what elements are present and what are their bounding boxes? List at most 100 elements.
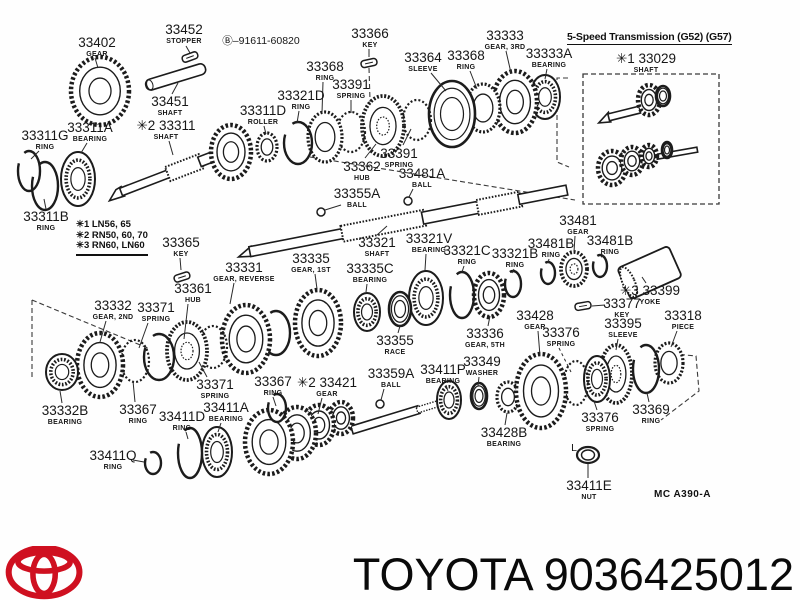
- leader-line: [469, 70, 478, 90]
- leader-line: [445, 384, 449, 392]
- part-number: 33361: [174, 281, 212, 296]
- part-desc: RING: [541, 251, 561, 259]
- part-number: 33336: [466, 326, 504, 341]
- part-number: 33451: [151, 94, 189, 109]
- part-number: 33311D: [239, 103, 287, 118]
- shaft-33451-drawing: [144, 63, 207, 91]
- part-number: 33349: [463, 354, 501, 369]
- part-desc: RING: [315, 74, 335, 82]
- leader-line: [397, 325, 401, 334]
- part-key: [173, 271, 191, 283]
- leader-line: [511, 268, 515, 274]
- part-bearing: [408, 270, 444, 326]
- leader-line: [547, 258, 550, 264]
- yoke-33399-drawing: [617, 246, 682, 300]
- part-number: 33368: [447, 48, 485, 63]
- part-desc: RING: [263, 389, 283, 397]
- part-desc: RING: [291, 103, 311, 111]
- part-desc: SPRING: [546, 340, 576, 348]
- part-gear: [219, 302, 273, 376]
- part-toothring: [306, 110, 344, 164]
- part-desc: SLEEVE: [408, 65, 438, 73]
- part-desc: SHAFT: [633, 66, 659, 74]
- leader-line: [321, 81, 324, 114]
- leader-line: [272, 396, 277, 407]
- part-number: 33321B: [491, 246, 539, 261]
- part-number: 33481: [559, 213, 597, 228]
- part-desc: GEAR, 3RD: [484, 43, 526, 51]
- part-ball: [403, 196, 413, 206]
- part-number: 33311A: [67, 120, 113, 135]
- part-number: 33411A: [203, 400, 249, 415]
- part-number: 33411D: [158, 409, 206, 424]
- part-number: 33377: [603, 296, 641, 311]
- part-toothring: [255, 131, 279, 163]
- part-desc: GEAR: [86, 50, 108, 58]
- leader-line: [80, 142, 88, 154]
- part-number: 33335C: [346, 261, 394, 276]
- leader-line: [138, 322, 149, 349]
- leader-line: [430, 72, 447, 92]
- part-bearing: [583, 355, 611, 403]
- leader-line: [477, 376, 480, 387]
- leader-line: [99, 320, 107, 343]
- part-desc: NUT: [581, 493, 597, 501]
- model-applicability-note: ✳1 LN56, 65 ✳2 RN50, 60, 70 ✳3 RN60, LN6…: [76, 219, 148, 256]
- part-desc: RING: [35, 143, 55, 151]
- part-desc: BALL: [412, 181, 432, 189]
- part-number: 33333A: [525, 46, 573, 61]
- part-number: 33359A: [367, 366, 415, 381]
- part-gear: [242, 407, 296, 477]
- part-desc: SPRING: [336, 92, 366, 100]
- part-toothring: [653, 341, 685, 385]
- part-desc: BEARING: [425, 377, 461, 385]
- leader-line: [402, 128, 412, 146]
- part-spring: [401, 98, 433, 142]
- leader-line: [558, 347, 572, 373]
- part-desc: SPRING: [585, 425, 615, 433]
- part-number: 33364: [404, 50, 442, 65]
- part-desc: RING: [600, 248, 620, 256]
- part-gear: [292, 287, 344, 359]
- leader-line: [646, 392, 650, 403]
- leader-line: [461, 265, 465, 273]
- leader-line: [504, 412, 508, 426]
- part-number: 33428: [516, 308, 554, 323]
- brand-part-number: TOYOTA 9036425012: [353, 549, 794, 601]
- part-ring: [591, 253, 609, 279]
- part-ring: [142, 332, 176, 382]
- part-number: 33368: [306, 59, 344, 74]
- part-number: 33311B: [23, 209, 69, 224]
- part-desc: SHAFT: [157, 109, 183, 117]
- part-number: 33355: [376, 333, 414, 348]
- part-desc: YOKE: [639, 298, 661, 306]
- note-line: ✳1 LN56, 65: [76, 219, 131, 230]
- part-number: 33376: [581, 410, 619, 425]
- part-number: 33369: [632, 402, 670, 417]
- part-number: 33321: [358, 235, 396, 250]
- part-number: 33332: [94, 298, 132, 313]
